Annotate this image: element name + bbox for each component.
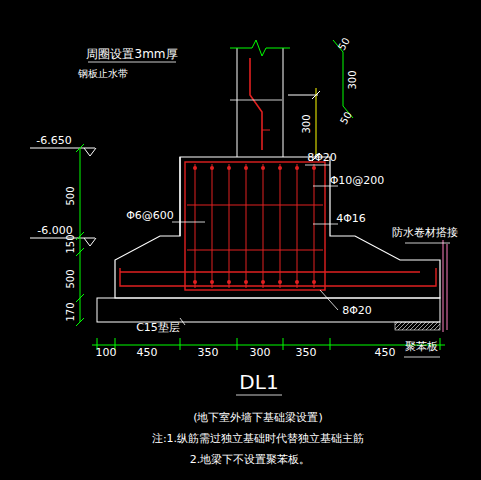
drawing-label: 500 xyxy=(65,269,76,288)
drawing-label: 350 xyxy=(198,347,219,359)
drawing-label: Φ6@600 xyxy=(126,210,174,222)
wall xyxy=(230,40,290,56)
drawing-label: C15垫层 xyxy=(136,322,180,334)
leader-lines xyxy=(88,62,176,63)
rebar xyxy=(278,166,282,170)
drawing-label: (地下室外墙下基础梁设置) xyxy=(193,412,323,424)
drawing-label: 500 xyxy=(65,186,76,205)
drawing-label: 450 xyxy=(375,347,396,359)
leader-lines xyxy=(230,100,282,101)
water-stop xyxy=(250,58,262,150)
leader-lines xyxy=(236,395,282,396)
rebar xyxy=(246,164,247,288)
leader-lines xyxy=(172,222,205,223)
dimension-300 xyxy=(312,91,320,161)
bottom-dimension xyxy=(92,345,445,346)
polystyrene-board xyxy=(395,322,440,330)
leader-lines xyxy=(313,224,338,225)
rebar xyxy=(185,162,325,290)
rebar xyxy=(212,164,213,288)
leader-lines xyxy=(404,357,440,358)
dimension-300 xyxy=(316,88,317,157)
drawing-label: 350 xyxy=(296,347,317,359)
rebar xyxy=(229,164,230,288)
drawing-label: 50 xyxy=(338,110,354,127)
cushion xyxy=(97,298,440,322)
foundation-beam xyxy=(115,157,440,298)
drawing-label: 300 xyxy=(347,70,358,89)
drawing-label: 8Φ20 xyxy=(342,305,372,317)
rebar xyxy=(187,205,323,206)
rebar xyxy=(295,280,299,284)
level-marks xyxy=(30,238,96,246)
drawing-label: 50 xyxy=(336,36,352,53)
foundation-beam xyxy=(179,157,180,236)
rebar xyxy=(193,166,197,170)
level-marks xyxy=(30,148,96,246)
rebar xyxy=(244,166,248,170)
rebar xyxy=(210,166,214,170)
rebar xyxy=(314,164,315,288)
rebar xyxy=(120,271,420,272)
foundation-beam xyxy=(115,157,440,298)
rebar xyxy=(227,280,231,284)
drawing-label: 注:1.纵筋需过独立基础时代替独立基础主筋 xyxy=(152,433,364,445)
rebar xyxy=(210,280,214,284)
polystyrene-board xyxy=(395,322,440,330)
drawing-label: 8Φ20 xyxy=(307,152,337,164)
rebar xyxy=(120,162,436,290)
rebar xyxy=(195,164,196,288)
rebar xyxy=(120,268,436,286)
rebar xyxy=(244,280,248,284)
rebar xyxy=(263,164,264,288)
drawing-label: 170 xyxy=(65,302,76,321)
water-stop xyxy=(250,58,270,150)
drawing-label: 防水卷材搭接 xyxy=(392,227,458,239)
drawing-title: DL1 xyxy=(239,371,278,393)
leader-lines xyxy=(405,243,450,244)
leader-lines xyxy=(320,290,338,310)
leader-lines xyxy=(305,165,330,166)
dimension-300 xyxy=(288,95,318,96)
rebar xyxy=(312,280,316,284)
drawing-label: Φ10@200 xyxy=(330,175,385,187)
rebar xyxy=(187,250,323,251)
drawing-label: 2.地梁下不设置聚苯板。 xyxy=(190,454,311,466)
rebar xyxy=(280,164,281,288)
drawing-label: -6.650 xyxy=(36,135,71,147)
drawing-label: 4Φ16 xyxy=(336,213,366,225)
left-dimension xyxy=(76,144,84,326)
rebar xyxy=(295,166,299,170)
rebar xyxy=(278,280,282,284)
waterproof-membrane xyxy=(443,240,447,332)
left-dimension xyxy=(76,144,84,326)
rebar xyxy=(297,164,298,288)
drawing-label: 450 xyxy=(137,347,158,359)
water-stop xyxy=(262,130,270,131)
rebar xyxy=(261,280,265,284)
drawing-label: 300 xyxy=(250,347,271,359)
drawing-label: 周圈设置3mm厚 xyxy=(86,48,177,61)
drawing-label: 聚苯板 xyxy=(405,341,438,353)
wall xyxy=(237,48,283,157)
waterproof-membrane xyxy=(443,240,447,332)
wall xyxy=(230,40,290,157)
rebar xyxy=(261,166,265,170)
drawing-label: 150 xyxy=(65,234,76,253)
rebar xyxy=(227,166,231,170)
drawing-label: 100 xyxy=(96,347,117,359)
rebar xyxy=(312,166,316,170)
leader-lines xyxy=(180,318,185,325)
drawing-label: 300 xyxy=(301,114,312,133)
level-marks xyxy=(30,148,96,156)
drawing-label: 钢板止水带 xyxy=(78,68,128,79)
cushion xyxy=(97,298,440,322)
dimension-300 xyxy=(288,88,320,161)
rebar xyxy=(193,280,197,284)
